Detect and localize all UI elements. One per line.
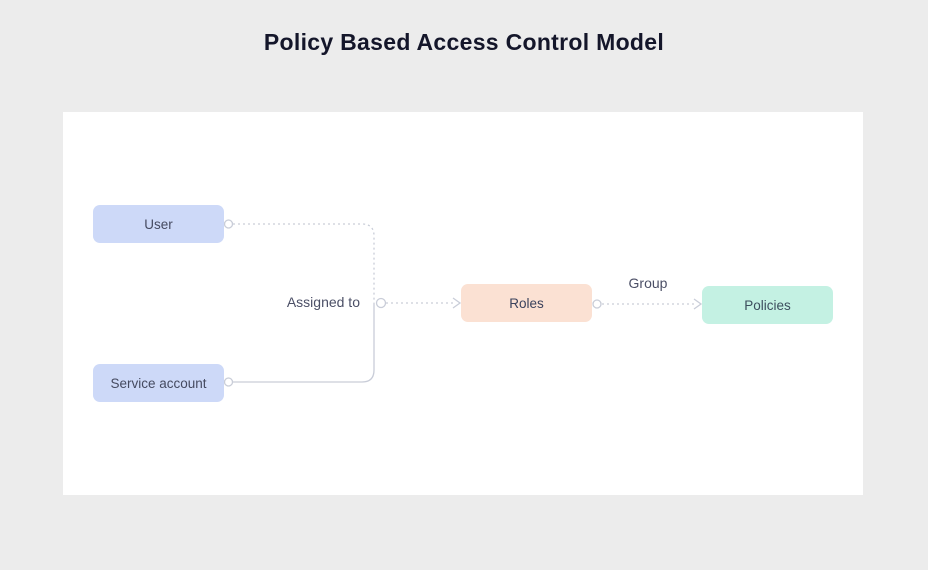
port-junction-out (375, 297, 387, 309)
node-roles[interactable]: Roles (461, 284, 592, 322)
port-roles-out (592, 299, 602, 309)
node-user-label: User (144, 216, 173, 232)
arrowhead-roles (452, 297, 462, 309)
connector-layer (223, 219, 703, 387)
node-roles-label: Roles (509, 295, 544, 311)
node-policies[interactable]: Policies (702, 286, 833, 324)
edge-label-group: Group (625, 274, 671, 292)
node-user[interactable]: User (93, 205, 224, 243)
arrowhead-policies (693, 298, 703, 310)
page-title: Policy Based Access Control Model (263, 29, 665, 55)
port-service-account-out (223, 377, 234, 387)
edge-service-account-to-junction (233, 303, 375, 383)
edge-label-assigned-to: Assigned to (283, 293, 363, 311)
node-service-account[interactable]: Service account (93, 364, 224, 402)
node-policies-label: Policies (744, 297, 791, 313)
diagram-canvas: User Service account Roles Policies Assi… (63, 112, 863, 495)
port-user-out (223, 219, 234, 229)
edge-user-to-junction (233, 223, 375, 303)
node-service-account-label: Service account (110, 375, 207, 391)
